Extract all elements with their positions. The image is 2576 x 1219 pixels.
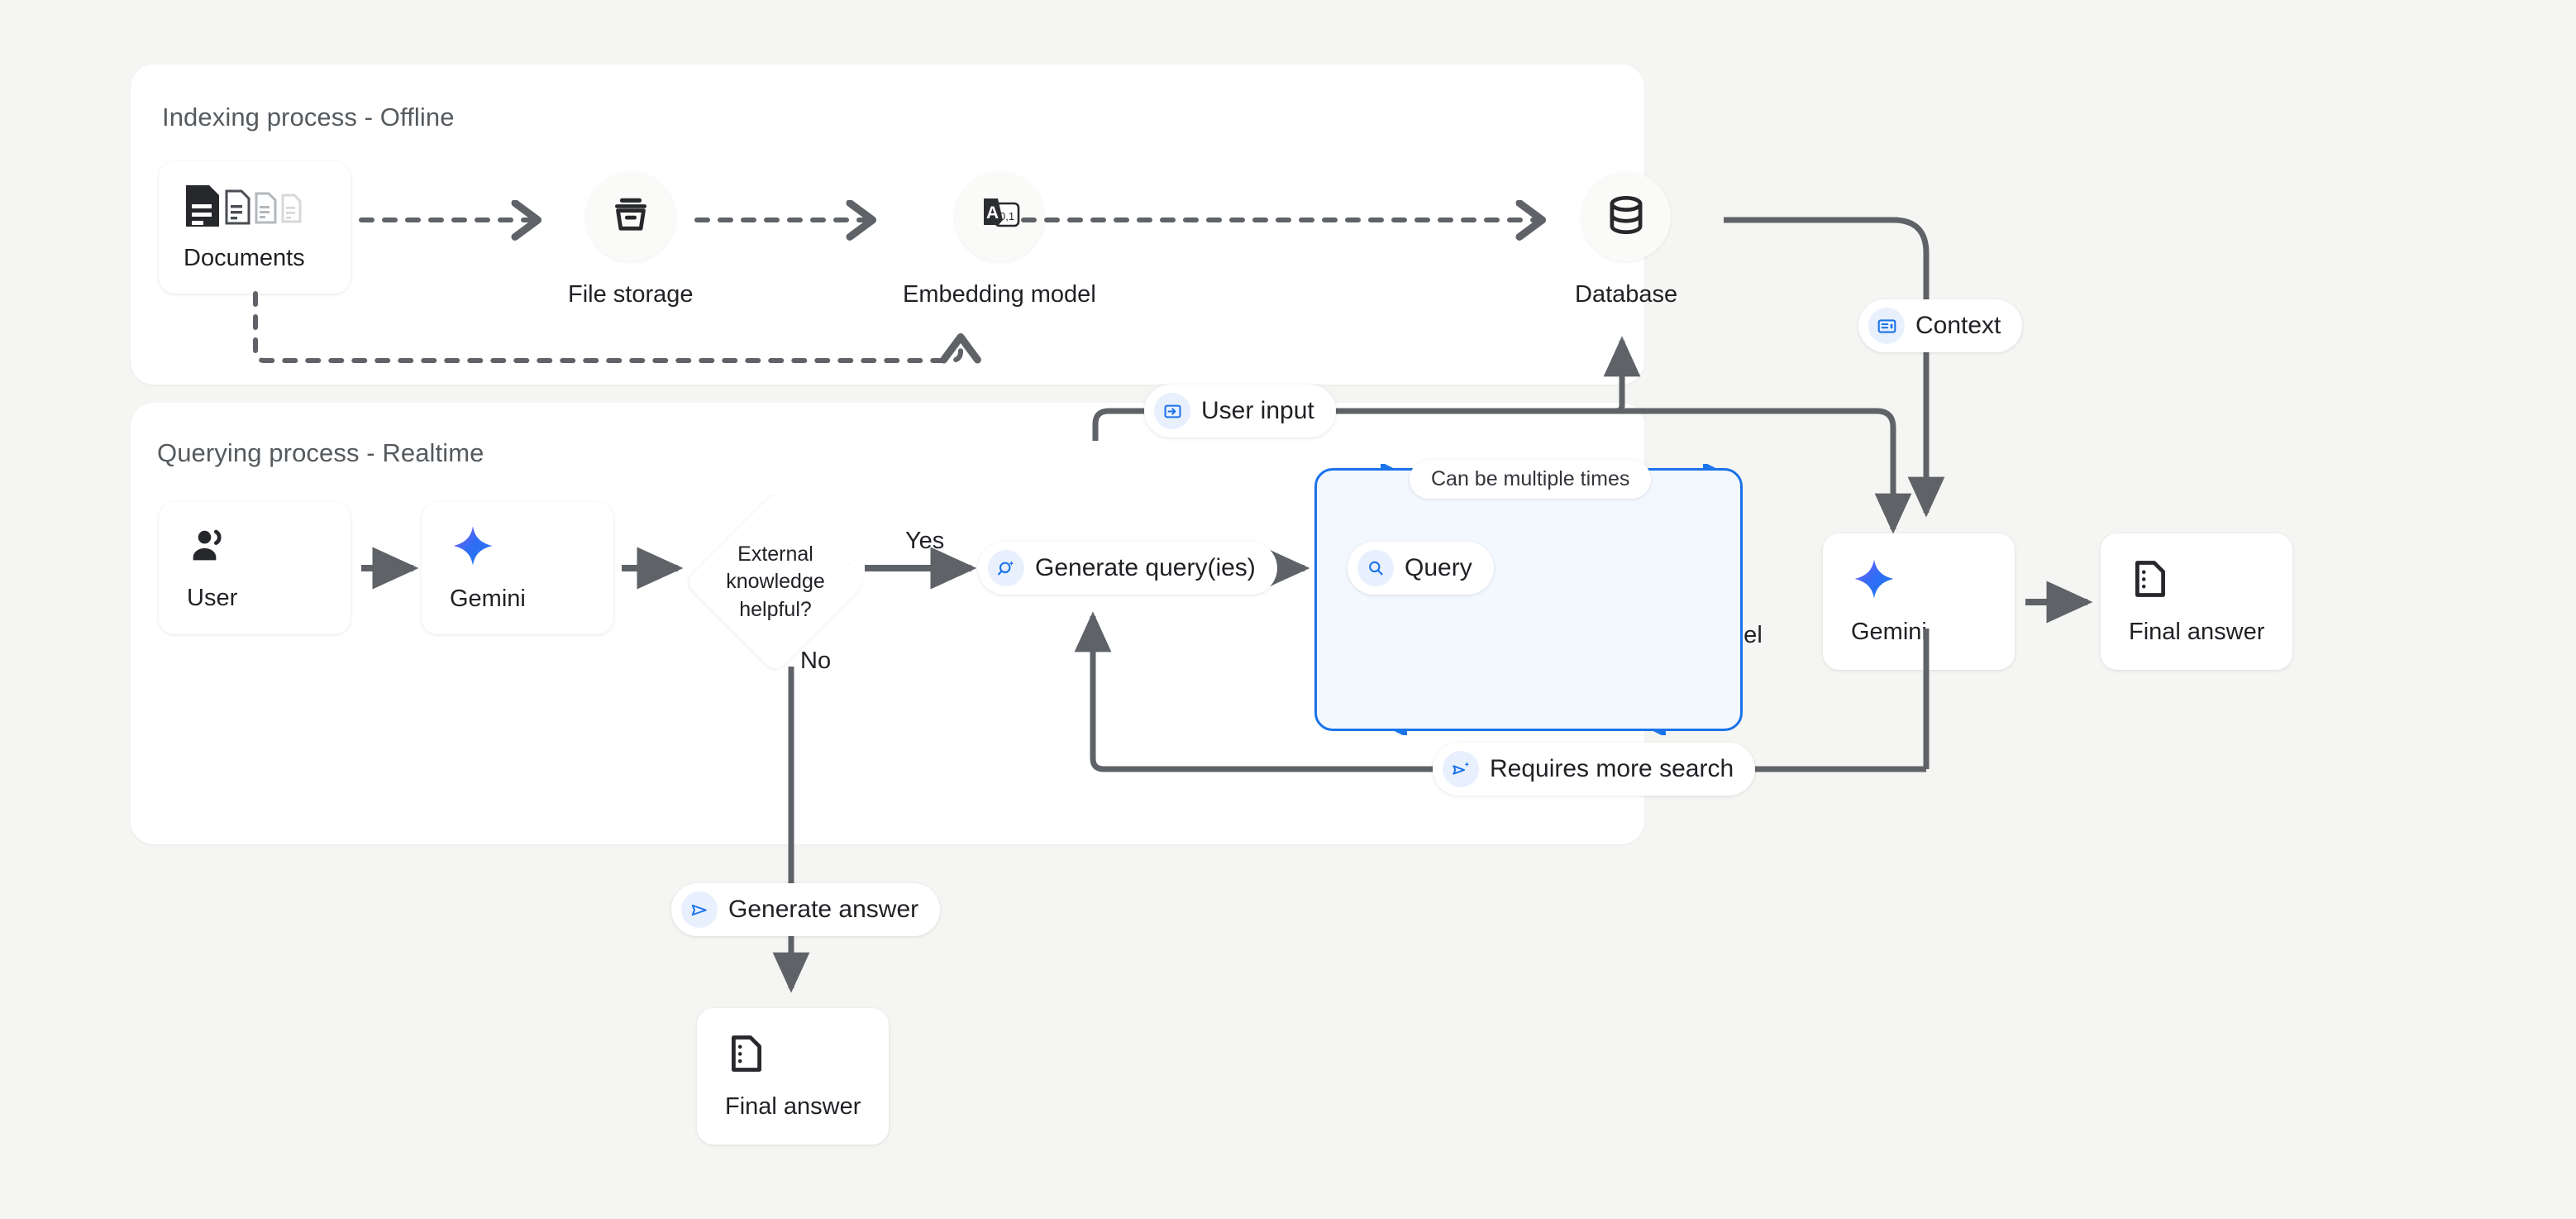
badge-requires-more-search[interactable]: Requires more search [1433, 743, 1756, 796]
edge-label-no: No [800, 648, 832, 674]
node-embedding-model[interactable]: 0,1 A Embedding model [903, 172, 1096, 309]
answer-doc-icon [725, 1031, 889, 1080]
card-final-answer-right[interactable]: Final answer [2101, 533, 2292, 670]
node-label-database: Database [1575, 281, 1678, 308]
send-sparkle-icon [1443, 751, 1479, 787]
database-circle [1581, 172, 1672, 261]
panel-title-querying: Querying process - Realtime [157, 438, 484, 467]
card-label-user: User [187, 584, 238, 611]
people-icon [187, 524, 351, 571]
documents-icon [184, 183, 351, 233]
badge-label-user-input: User input [1201, 397, 1314, 424]
decision-line-2: knowledge [726, 570, 825, 594]
badge-query[interactable]: Query [1348, 542, 1494, 595]
decision-line-3: helpful? [739, 597, 812, 621]
card-label-final-answer-right: Final answer [2129, 619, 2265, 646]
gemini-sparkle-icon [450, 523, 613, 572]
card-final-answer-bottom[interactable]: Final answer [697, 1008, 889, 1145]
node-database[interactable]: Database [1575, 172, 1677, 309]
node-file-storage[interactable]: File storage [568, 172, 694, 309]
node-label-file-storage: File storage [568, 281, 694, 308]
archive-box-icon [608, 193, 653, 241]
card-gemini-left[interactable]: Gemini [422, 502, 613, 634]
decision-text: External knowledge helpful? [693, 500, 858, 665]
badge-context[interactable]: Context [1858, 299, 2023, 352]
badge-label-query: Query [1405, 554, 1472, 581]
badge-user-input[interactable]: User input [1144, 385, 1336, 437]
badge-label-context: Context [1915, 312, 2001, 339]
database-cylinder-icon [1604, 193, 1648, 241]
context-card-icon [1868, 308, 1905, 344]
multi-query-loop-box [1314, 468, 1743, 731]
card-label-documents: Documents [184, 244, 305, 271]
text-to-vector-icon: 0,1 A [976, 193, 1023, 241]
send-icon [681, 892, 718, 928]
badge-can-be-multiple-times: Can be multiple times [1410, 460, 1652, 499]
search-icon [1357, 550, 1394, 586]
decision-line-1: External [737, 543, 813, 566]
gemini-sparkle-icon [1851, 557, 2015, 605]
node-label-embedding-model: Embedding model [903, 281, 1096, 308]
input-arrow-icon [1154, 393, 1190, 429]
card-user[interactable]: User [159, 502, 351, 634]
panel-title-indexing: Indexing process - Offline [162, 103, 455, 131]
card-label-final-answer-bottom: Final answer [725, 1093, 861, 1121]
search-sparkle-icon [988, 550, 1024, 586]
svg-text:0,1: 0,1 [999, 210, 1014, 222]
card-label-gemini-right: Gemini [1851, 619, 1927, 646]
badge-label-can-be-multiple-times: Can be multiple times [1431, 467, 1630, 490]
card-label-gemini-left: Gemini [450, 585, 526, 612]
answer-doc-icon [2129, 557, 2292, 605]
card-documents[interactable]: Documents [159, 161, 351, 294]
badge-generate-answer[interactable]: Generate answer [671, 883, 941, 936]
badge-label-requires-more-search: Requires more search [1490, 755, 1734, 782]
badge-label-generate-answer: Generate answer [728, 896, 919, 923]
embedding-model-circle: 0,1 A [954, 172, 1044, 261]
decision-external-knowledge-helpful[interactable]: External knowledge helpful? [684, 490, 867, 674]
edge-label-yes: Yes [905, 528, 945, 554]
svg-text:A: A [986, 203, 999, 222]
card-gemini-right[interactable]: Gemini [1823, 533, 2015, 670]
badge-label-generate-queries: Generate query(ies) [1035, 554, 1256, 581]
badge-generate-queries[interactable]: Generate query(ies) [978, 542, 1277, 595]
file-storage-circle [585, 172, 675, 261]
